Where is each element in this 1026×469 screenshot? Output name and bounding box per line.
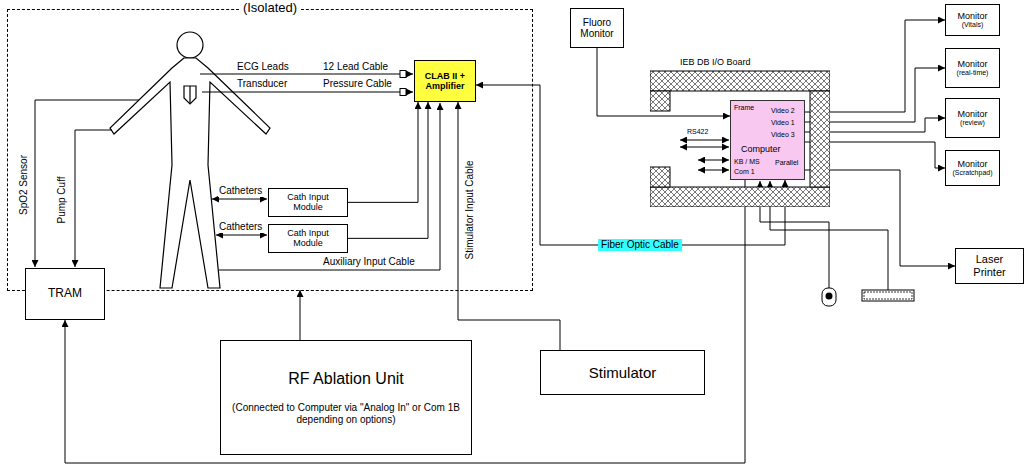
node-text: KB / MS [734,158,760,166]
monitor-box: Monitor(Vitals) [945,4,1000,36]
node-title: CLAB II + Amplifier [418,71,472,92]
signal-label: Transducer [236,78,288,90]
node-text: Frame [734,104,754,112]
node-title: Laser Printer [959,253,1020,278]
cable-label: Stimulator Input Cable [464,158,476,263]
node-text: (Vitals) [962,21,984,29]
node-title: Monitor [957,159,987,169]
printer-box: Laser Printer [955,248,1024,284]
node-title: Cath Input Module [272,228,344,249]
amplifier-box: CLAB II + Amplifier [414,60,476,102]
connector [300,290,301,340]
connector [348,102,428,238]
signal-label: SpO2 Sensor [18,154,30,216]
node-text: Parallel [775,159,798,167]
node-text: (real-time) [957,69,989,77]
node-title: Computer [741,144,781,154]
cable-label: Fiber Optic Cable [598,239,682,251]
node-title: (Isolated) [239,1,301,16]
node-title: Monitor [957,59,987,69]
node-text: Com 1 [734,168,755,176]
cath-module-box: Cath Input Module [268,224,348,253]
monitor-box: Monitor(real-time) [945,48,1000,88]
signal-label: Catheters [218,221,263,233]
patient-figure [110,32,270,288]
signal-label: RS422 [686,127,709,136]
stimulator-box: Stimulator [540,350,705,395]
monitor-box: Monitor(review) [945,98,1000,138]
node-title: Monitor [957,11,987,21]
connector [476,85,785,245]
node-title: Cath Input Module [272,192,344,213]
node-title: IEB DB I/O Board [680,57,751,67]
board-bar [650,167,670,187]
node-title: RF Ablation Unit [288,370,404,388]
board-bar [650,91,670,111]
node-text: (review) [960,119,985,127]
node-title: TRAM [48,287,82,301]
signal-label: 12 Lead Cable [322,61,389,73]
mouse-icon [822,288,836,306]
connector [65,180,745,463]
cable-wires [35,71,888,291]
node-title: Fluoro Monitor [574,17,620,40]
board-bar [650,187,830,207]
ablation-unit-box: RF Ablation Unit (Connected to Computer v… [220,340,472,455]
node-text: (Scratchpad) [952,169,992,177]
node-text: (Connected to Computer via "Analog In" o… [224,402,468,425]
isolated-region: (Isolated)CLAB II + AmplifierCath Input … [8,10,532,290]
tram-box: TRAM [25,268,105,320]
signal-label: Catheters [218,185,263,197]
board-bar [810,91,830,187]
node-text: Video 1 [771,119,795,127]
keyboard-icon [862,290,914,301]
signal-label: ECG Leads [236,61,290,73]
node-text: Video 2 [771,107,795,115]
node-title: Stimulator [589,364,657,381]
signal-label: Auxiliary Input Cable [322,256,416,268]
board-bar [650,71,830,91]
fluoro-monitor-box: Fluoro Monitor [570,8,624,48]
connector [348,102,418,202]
node-text: Video 3 [771,131,795,139]
computer-box: Computer Frame Video 2 Video 1 Video 3 Parall… [730,100,805,180]
io-board: IEB DB I/O BoardComputer Frame Video 2 Vide… [650,57,830,207]
monitor-box: Monitor(Scratchpad) [945,150,1000,186]
node-title: Monitor [957,109,987,119]
cath-module-box: Cath Input Module [268,188,348,217]
connector [458,102,560,350]
signal-label: Pressure Cable [322,78,393,90]
signal-label: Pump Cuff [56,175,68,224]
